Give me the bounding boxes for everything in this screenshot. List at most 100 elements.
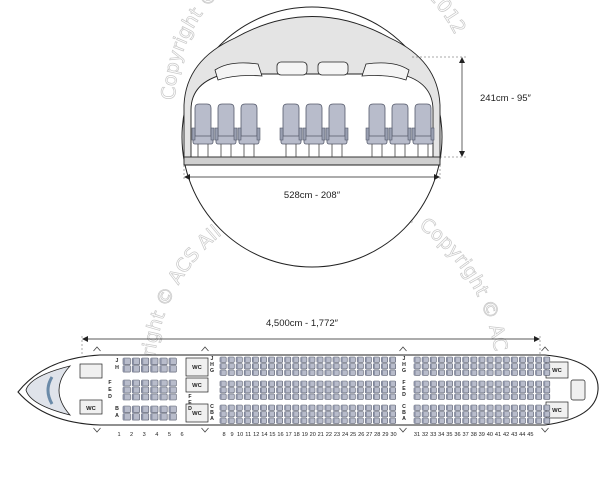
economy-seat <box>276 411 283 418</box>
economy-seat <box>486 387 494 394</box>
economy-seat <box>292 380 300 387</box>
economy-seat <box>535 387 542 394</box>
economy-seat <box>381 356 388 363</box>
economy-seat <box>243 387 251 394</box>
economy-seat <box>276 404 283 411</box>
economy-seat <box>373 393 380 400</box>
economy-seat <box>235 417 243 424</box>
economy-seat <box>260 404 267 411</box>
economy-seat <box>421 417 429 424</box>
economy-seat <box>535 356 542 363</box>
lavatory-mid-left-label: WC <box>192 365 202 371</box>
svg-text:E: E <box>108 387 112 393</box>
economy-seat <box>364 387 372 394</box>
economy-seat <box>543 369 551 376</box>
economy-seat <box>502 411 510 418</box>
economy-seat <box>510 356 518 363</box>
economy-seat <box>381 404 388 411</box>
economy-seat <box>260 380 267 387</box>
row-number: 6 <box>180 432 183 438</box>
economy-seat <box>235 369 243 376</box>
row-number: 26 <box>358 432 364 438</box>
economy-seat <box>462 363 470 370</box>
economy-seat <box>454 404 461 411</box>
economy-seat <box>454 380 461 387</box>
svg-text:E: E <box>188 400 192 406</box>
economy-seat <box>389 393 396 400</box>
premium-seat <box>122 413 131 421</box>
galley-aft <box>570 379 586 401</box>
economy-seat <box>284 363 292 370</box>
economy-seat <box>292 363 300 370</box>
economy-seat <box>348 387 356 394</box>
economy-seat <box>437 404 445 411</box>
economy-seat <box>324 363 332 370</box>
premium-seat <box>131 405 140 413</box>
svg-text:E: E <box>402 386 406 392</box>
cockpit-window <box>46 376 54 405</box>
row-number: 20 <box>310 432 316 438</box>
economy-seat <box>510 417 518 424</box>
economy-seat <box>284 404 292 411</box>
economy-seat <box>446 393 453 400</box>
economy-seat <box>437 417 445 424</box>
economy-seat <box>494 417 502 424</box>
economy-seat <box>292 404 300 411</box>
economy-seat <box>227 369 235 376</box>
economy-seat <box>316 393 324 400</box>
economy-seat <box>332 404 340 411</box>
economy-seat <box>421 393 429 400</box>
economy-seat <box>348 404 356 411</box>
premium-seat <box>159 405 168 413</box>
premium-seat <box>150 386 159 394</box>
economy-seat <box>535 417 542 424</box>
economy-seat <box>235 404 243 411</box>
economy-seat <box>502 417 510 424</box>
economy-seat <box>260 363 267 370</box>
economy-seat <box>219 387 227 394</box>
economy-seat <box>364 404 372 411</box>
economy-seat <box>486 380 494 387</box>
economy-seat <box>543 393 551 400</box>
economy-seat <box>389 411 396 418</box>
economy-seat <box>527 369 534 376</box>
row-number: 23 <box>334 432 340 438</box>
economy-seat <box>308 380 316 387</box>
economy-seat <box>300 356 308 363</box>
row-number: 42 <box>503 432 509 438</box>
economy-seat <box>268 369 275 376</box>
economy-seat <box>292 411 300 418</box>
economy-seat <box>421 404 429 411</box>
economy-seat <box>518 387 526 394</box>
premium-seat <box>141 386 150 394</box>
economy-seat <box>227 387 235 394</box>
economy-seat <box>510 404 518 411</box>
economy-seat <box>348 363 356 370</box>
economy-seat <box>324 380 332 387</box>
premium-seat <box>150 365 159 373</box>
svg-text:B: B <box>210 410 214 416</box>
economy-seat <box>284 417 292 424</box>
economy-seat <box>356 380 364 387</box>
economy-seat <box>462 411 470 418</box>
economy-seat <box>446 387 453 394</box>
economy-seat <box>543 387 551 394</box>
svg-text:C: C <box>210 404 214 410</box>
economy-seat <box>308 369 316 376</box>
economy-seat <box>356 393 364 400</box>
economy-seat <box>510 380 518 387</box>
economy-seat <box>251 363 259 370</box>
economy-seat <box>235 393 243 400</box>
economy-seat <box>356 356 364 363</box>
economy-seat <box>389 387 396 394</box>
svg-text:A: A <box>210 416 214 422</box>
economy-seat <box>308 363 316 370</box>
economy-seat <box>389 356 396 363</box>
economy-seat <box>300 404 308 411</box>
economy-seat <box>227 411 235 418</box>
economy-seat <box>324 404 332 411</box>
premium-seat <box>159 393 168 401</box>
economy-seat <box>535 393 542 400</box>
row-number: 34 <box>438 432 444 438</box>
svg-text:F: F <box>188 394 191 400</box>
